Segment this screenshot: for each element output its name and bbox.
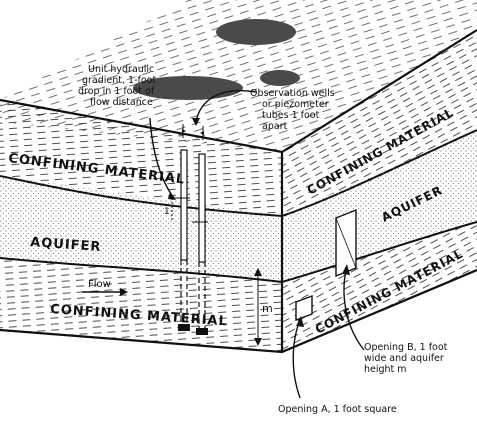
leader-opening-b — [343, 269, 365, 351]
flow-label: Flow — [88, 279, 111, 290]
arrowhead-opening-b — [342, 264, 350, 275]
well-1-solid — [180, 149, 188, 261]
cloud-shadow-2 — [133, 76, 243, 100]
opening-b-line-2: wide and aquifer — [364, 353, 444, 364]
hydraulic-line-3: drop in 1 foot of — [78, 86, 155, 97]
hydraulic-line-4: flow distance — [90, 97, 153, 108]
opening-a — [295, 294, 313, 322]
height-m-dimension — [254, 268, 262, 346]
well-2-screen — [196, 328, 208, 335]
side-aquifer — [282, 130, 477, 282]
arrowhead-hydraulic — [168, 192, 176, 200]
leader-wells — [195, 90, 257, 123]
arrowhead-opening-a — [296, 316, 304, 327]
leader-opening-a — [292, 319, 301, 399]
drop-1-label: 1 — [164, 207, 170, 217]
opening-b-diagonal — [335, 217, 357, 269]
label-front-aquifer: AQUIFER — [30, 235, 102, 255]
wells-line-4: apart — [262, 121, 288, 132]
annotation-opening-b: Opening B, 1 foot wide and aquifer heigh… — [364, 342, 448, 375]
cloud-shadow-3 — [260, 70, 300, 86]
hydraulic-line-2: gradient, 1-foot — [82, 75, 156, 86]
annotation-wells: Observation wells or piezometer tubes 1 … — [250, 88, 335, 132]
arrowhead-wells — [192, 118, 200, 126]
front-confining-bottom — [0, 258, 282, 352]
observation-wells — [174, 149, 208, 335]
flow-arrow — [82, 288, 128, 296]
well-2-solid — [198, 153, 206, 263]
wells-line-3: tubes 1 foot — [262, 110, 320, 121]
opening-b-line-1: Opening B, 1 foot — [364, 342, 448, 353]
cloud-shadow-1 — [216, 19, 296, 45]
annotation-hydraulic-gradient: Unit hydraulic gradient, 1-foot drop in … — [78, 64, 156, 108]
top-surface — [0, 0, 477, 152]
side-confining-top — [282, 30, 477, 216]
opening-b-line-3: height m — [364, 364, 407, 375]
side-confining-bottom — [282, 222, 477, 352]
annotation-opening-a: Opening A, 1 foot square — [278, 404, 397, 415]
wells-line-2: or piezometer — [262, 99, 329, 110]
height-m-label: m — [262, 302, 273, 315]
wells-line-1: Observation wells — [250, 88, 335, 99]
well-1-screen — [178, 324, 190, 331]
well-spacing-marker — [176, 124, 210, 140]
hydraulic-line-1: Unit hydraulic — [88, 64, 154, 75]
front-confining-top — [0, 100, 282, 216]
front-aquifer — [0, 176, 282, 282]
block-edge-bottom — [0, 268, 477, 354]
